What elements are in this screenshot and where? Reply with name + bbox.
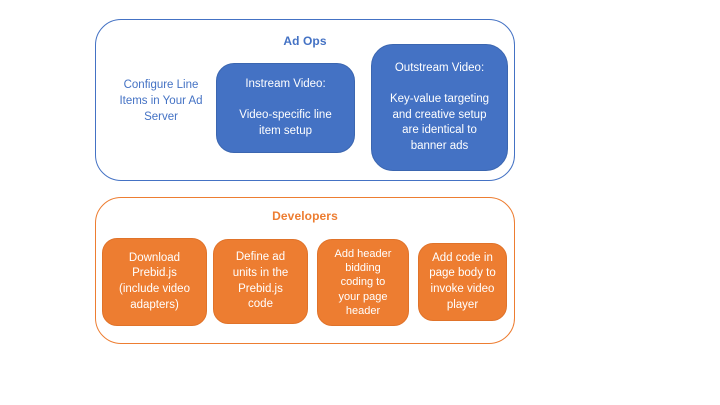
instream-video-box: Instream Video: Video-specific line item… xyxy=(216,63,355,153)
developers-group: Developers Download Prebid.js (include v… xyxy=(95,197,515,344)
developers-title: Developers xyxy=(272,209,338,223)
configure-line-items-note: Configure Line Items in Your Ad Server xyxy=(119,79,203,123)
add-header-bidding-box: Add header bidding coding to your page h… xyxy=(317,239,409,326)
download-prebid-box: Download Prebid.js (include video adapte… xyxy=(102,238,207,326)
ad-ops-group: Ad Ops Configure Line Items in Your Ad S… xyxy=(95,19,515,181)
add-page-body-code-box: Add code in page body to invoke video pl… xyxy=(418,243,507,321)
outstream-video-box: Outstream Video: Key-value targeting and… xyxy=(371,44,508,171)
ad-ops-title: Ad Ops xyxy=(283,34,327,48)
define-ad-units-box: Define ad units in the Prebid.js code xyxy=(213,239,308,324)
